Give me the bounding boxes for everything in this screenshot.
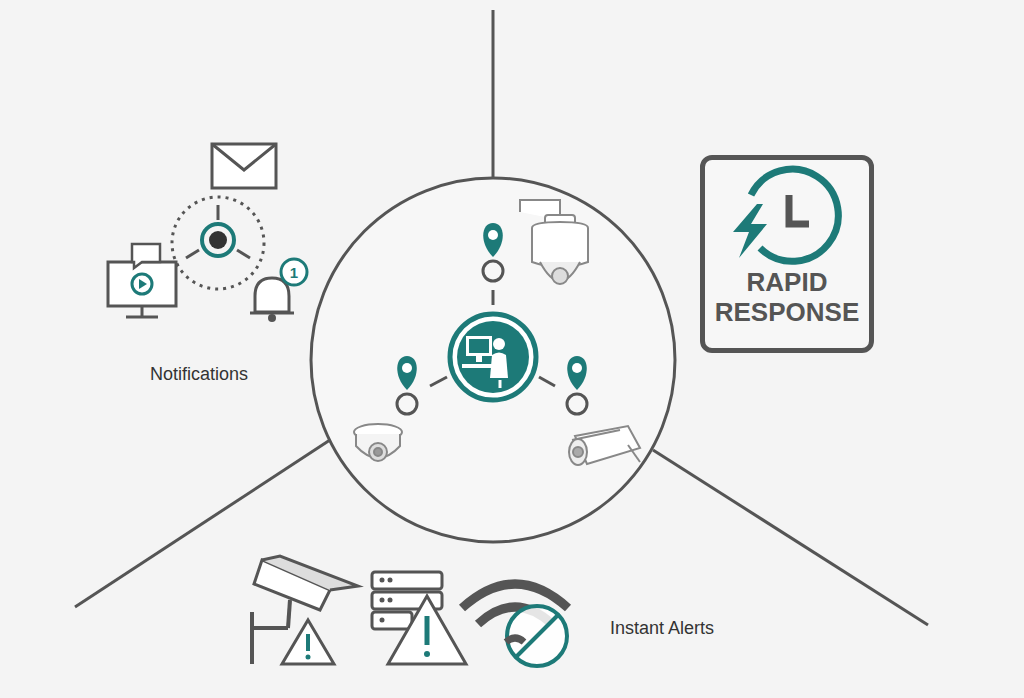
divider-lines xyxy=(75,10,928,625)
response-box: RAPID RESPONSE xyxy=(700,155,874,353)
section-label: Notifications xyxy=(150,364,248,385)
badge-number: 1 xyxy=(290,264,298,281)
section-label: Instant Alerts xyxy=(610,618,714,639)
alert-icons xyxy=(252,556,568,666)
notification-icons xyxy=(108,144,307,322)
hub-circle xyxy=(311,178,675,542)
dome-camera xyxy=(354,424,402,461)
box-title: RAPID RESPONSE xyxy=(712,268,862,328)
ptz-camera xyxy=(520,200,588,284)
clock-icon xyxy=(705,160,869,270)
location-pins xyxy=(397,223,587,414)
bullet-camera xyxy=(569,426,640,465)
operator-icon xyxy=(450,314,536,400)
